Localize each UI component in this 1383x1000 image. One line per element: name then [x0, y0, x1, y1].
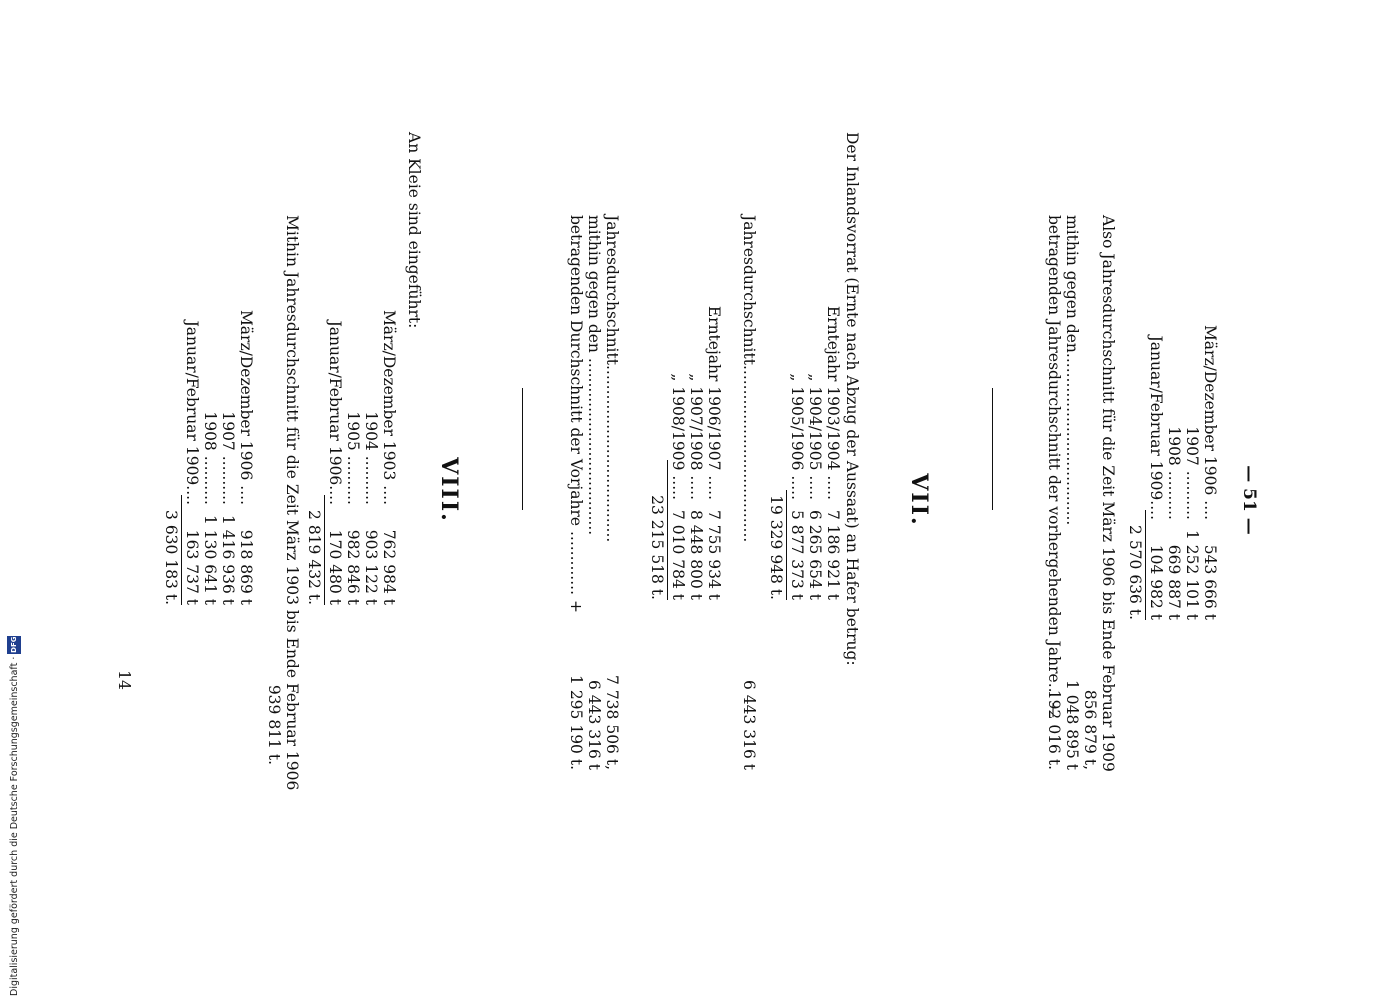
table-row-label: 1907 ..........	[219, 411, 237, 505]
table-row-value: 8 448 800 t	[687, 509, 705, 600]
table-row-value: 104 982 t	[1147, 544, 1165, 620]
table-row-label: März/Dezember 1906 ....	[237, 309, 255, 505]
comparison-line: betragenden Jahresdurchschnitt der vorhe…	[1045, 215, 1063, 718]
table-row-value: 5 877 373 t	[788, 509, 806, 600]
table-row-value: 543 666 t	[1201, 544, 1219, 620]
dfg-logo-icon: DFG	[7, 635, 21, 654]
difference-value: 1 295 190 t.	[567, 675, 585, 770]
signature-mark: 14	[115, 670, 133, 690]
average-line: Mithin Jahresdurchschnitt für die Zeit M…	[283, 215, 301, 791]
table-row-value: 982 846 t	[344, 529, 362, 605]
table-row-label: 1905 ..........	[344, 411, 362, 505]
table-row-label: Januar/Februar 1909....	[1147, 335, 1165, 520]
table-total: 3 630 183 t.	[162, 495, 182, 605]
table-row-value: 7 755 934 t	[705, 509, 723, 600]
table-total: 23 215 518 t.	[648, 460, 668, 600]
table-row-label: März/Dezember 1906 ....	[1201, 324, 1219, 520]
table-row-value: 163 737 t	[183, 529, 201, 605]
comparison-value: 6 443 316 t	[585, 679, 603, 770]
average-value: 856 879 t,	[1081, 689, 1099, 770]
comparison-line: betragenden Durchschnitt der Vorjahre ..…	[567, 215, 585, 613]
footer-text: Digitalisierung gefördert durch die Deut…	[8, 656, 20, 996]
section-intro: An Kleie sind eingeführt:	[405, 132, 423, 329]
average-line: Jahresdurchschnitt......................…	[740, 215, 758, 543]
digitization-footer: Digitalisierung gefördert durch die Deut…	[4, 596, 24, 996]
table-total: 2 819 432 t.	[305, 495, 325, 605]
comparison-line: mithin gegen den .......................…	[585, 215, 603, 536]
table-row-value: 7 010 784 t	[669, 509, 687, 600]
table-row-label: Erntejahr 1903/1904 .....	[824, 305, 842, 500]
table-row-value: 1 130 641 t	[201, 514, 219, 605]
table-row-value: 7 186 921 t	[824, 509, 842, 600]
average-line: Jahresdurchschnitt......................…	[603, 215, 621, 543]
section-heading: VIII.	[436, 457, 462, 523]
page-number: — 51 —	[1239, 465, 1259, 535]
table-row-label: 1908 ..........	[201, 411, 219, 505]
average-value: 6 443 316 t	[740, 679, 758, 770]
table-total: 2 570 636 t.	[1126, 510, 1146, 620]
average-value: 7 738 506 t,	[603, 675, 621, 770]
table-row-value: 918 869 t	[237, 529, 255, 605]
table-row-label: Januar/Februar 1906....	[326, 320, 344, 505]
table-row-label: „ 1904/1905 .....	[806, 373, 824, 500]
table-row-label: 1908 ..........	[1165, 426, 1183, 520]
table-row-label: Erntejahr 1906/1907 .....	[705, 305, 723, 500]
table-row-value: 903 122 t	[362, 529, 380, 605]
table-row-label: Januar/Februar 1909....	[183, 320, 201, 505]
section-divider	[992, 388, 993, 510]
table-row-label: 1907 ..........	[1183, 426, 1201, 520]
average-line: Also Jahresdurchschnitt für die Zeit Mär…	[1099, 215, 1117, 772]
table-row-value: 762 984 t	[380, 529, 398, 605]
comparison-line: mithin gegen den........................…	[1063, 215, 1081, 526]
table-row-value: 1 416 936 t	[219, 514, 237, 605]
difference-value: 192 016 t.	[1045, 689, 1063, 770]
table-row-value: 1 252 101 t	[1183, 529, 1201, 620]
table-row-label: März/Dezember 1903 ....	[380, 309, 398, 505]
section-intro: Der Inlandsvorrat (Ernte nach Abzug der …	[843, 132, 861, 666]
table-row-value: 669 887 t	[1165, 544, 1183, 620]
comparison-value: 1 048 895 t	[1063, 679, 1081, 770]
section-heading: VII.	[906, 473, 932, 527]
section-divider	[522, 388, 523, 510]
table-row-value: 6 265 654 t	[806, 509, 824, 600]
table-row-label: „ 1907/1908 .....	[687, 373, 705, 500]
average-value: 939 811 t.	[265, 684, 283, 765]
table-row-label: „ 1908/1909 .....	[669, 373, 687, 500]
table-row-value: 170 480 t	[326, 529, 344, 605]
table-row-label: 1904 ..........	[362, 411, 380, 505]
table-row-label: „ 1905/1906 .....	[788, 373, 806, 500]
table-total: 19 329 948 t.	[767, 490, 787, 600]
